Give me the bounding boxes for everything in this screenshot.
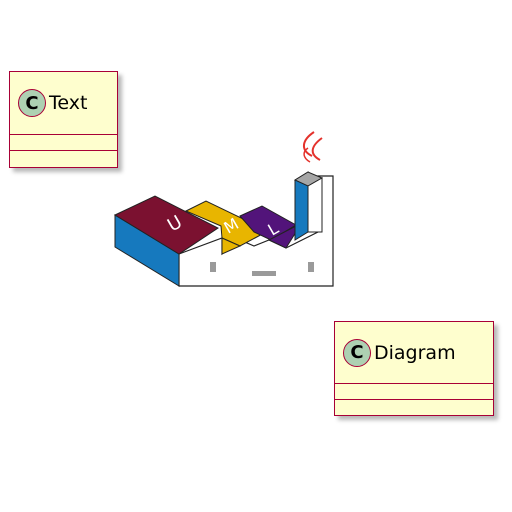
class-name: Text bbox=[49, 92, 88, 114]
logo-m-front bbox=[221, 237, 242, 255]
class-header: C Diagram bbox=[335, 322, 493, 384]
attributes-compartment bbox=[335, 384, 493, 400]
class-text[interactable]: C Text bbox=[9, 71, 118, 168]
logo-window-right bbox=[308, 262, 314, 272]
class-name: Diagram bbox=[374, 341, 456, 364]
methods-compartment bbox=[10, 151, 117, 167]
uml-factory-logo: U M L bbox=[113, 131, 334, 287]
logo-chimney-side bbox=[307, 177, 323, 233]
attributes-compartment bbox=[10, 135, 117, 151]
logo-window-left bbox=[210, 262, 216, 272]
logo-block-u bbox=[113, 195, 219, 255]
logo-door bbox=[252, 271, 276, 276]
logo-steam-icon bbox=[303, 131, 315, 157]
class-stereotype-icon: C bbox=[343, 338, 371, 367]
class-header: C Text bbox=[10, 72, 117, 135]
class-stereotype-icon: C bbox=[18, 89, 46, 117]
methods-compartment bbox=[335, 400, 493, 416]
class-diagram[interactable]: C Diagram bbox=[334, 321, 494, 416]
